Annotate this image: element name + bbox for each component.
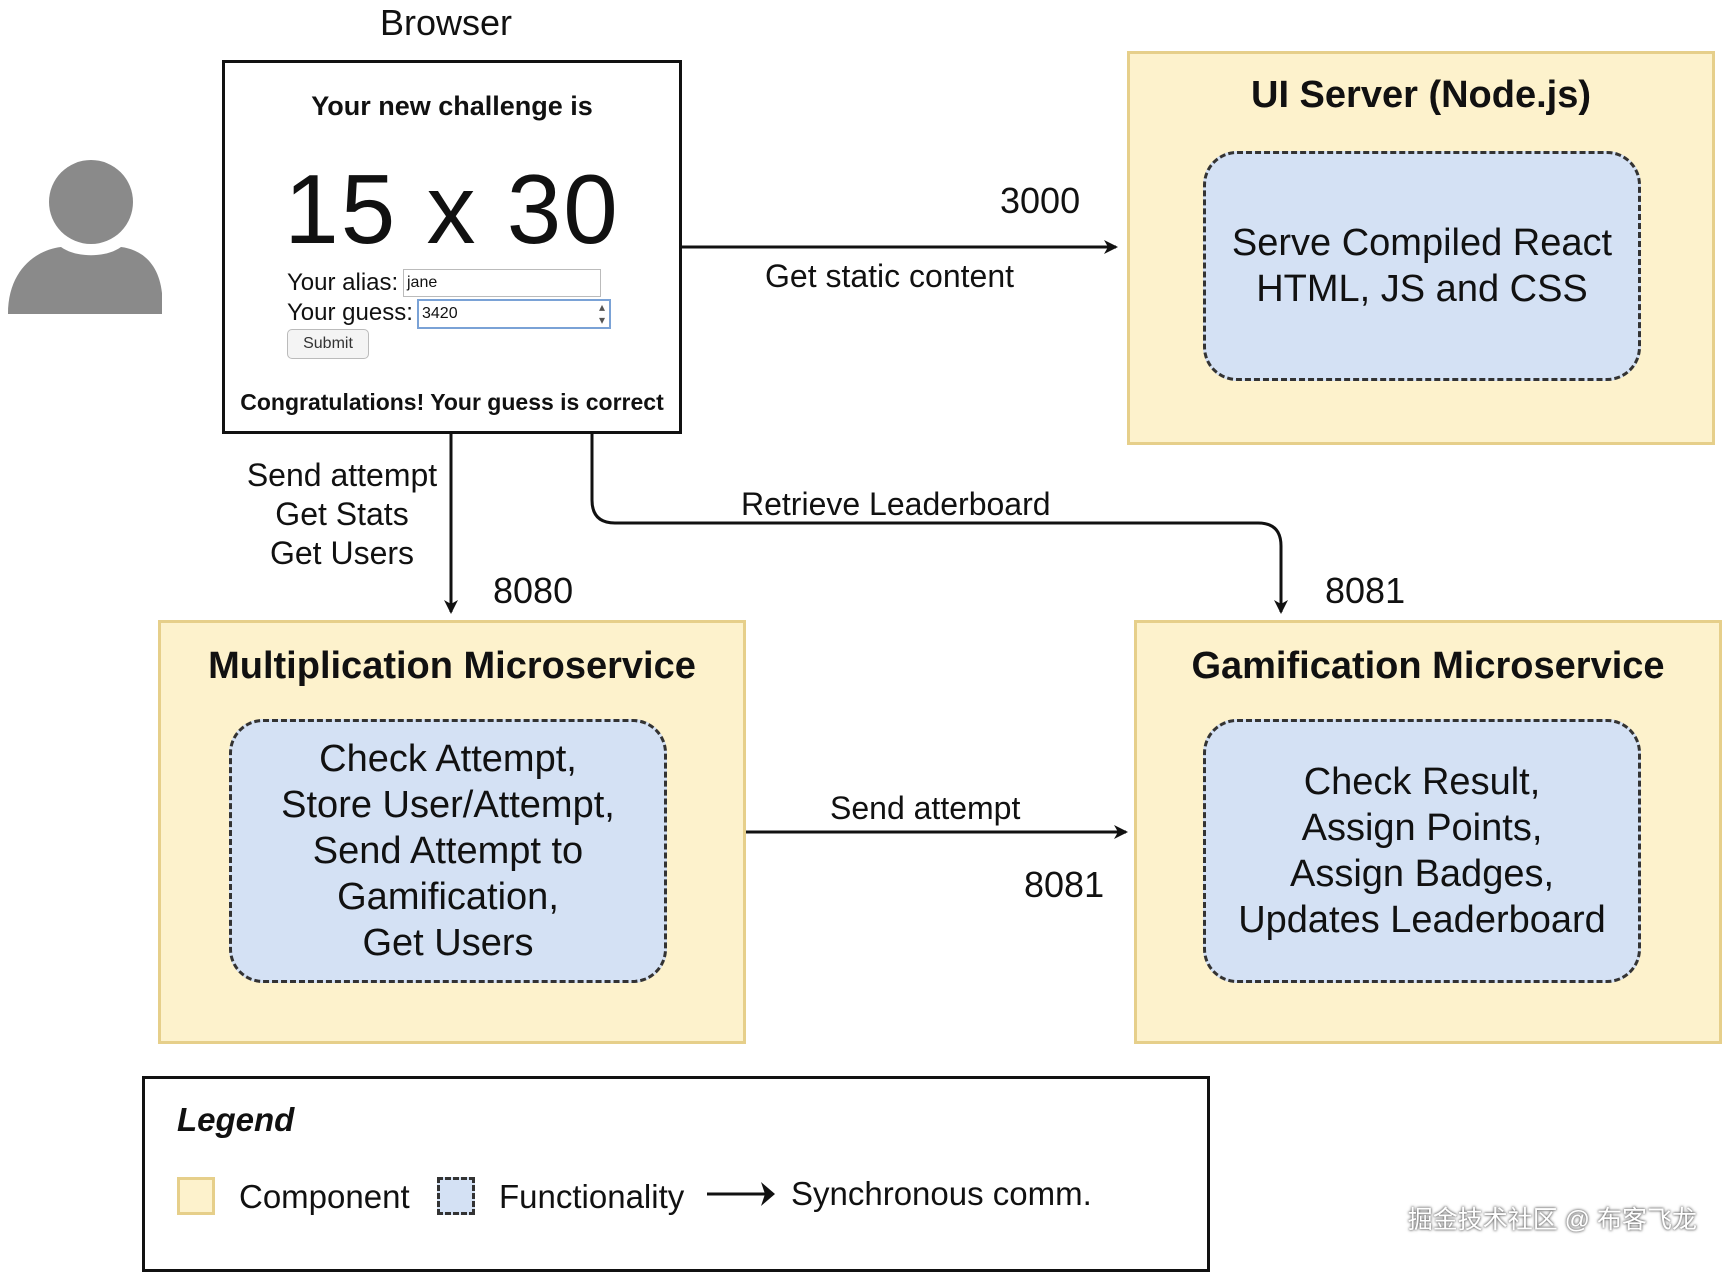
ui-server-functionality: Serve Compiled React HTML, JS and CSS [1203, 151, 1641, 381]
connection-label: Retrieve Leaderboard [741, 486, 1051, 522]
guess-input[interactable]: 3420 ▴▾ [417, 299, 611, 329]
functionality-line: Check Result, [1303, 761, 1541, 803]
multiplication-component: Multiplication Microservice Check Attemp… [158, 620, 746, 1044]
legend-functionality-swatch [437, 1177, 475, 1215]
functionality-line: Get Users [362, 922, 534, 964]
browser-caption: Browser [380, 2, 513, 43]
connection-label-line: Get Users [269, 535, 415, 571]
functionality-line: Assign Badges, [1289, 853, 1555, 895]
functionality-line: HTML, JS and CSS [1256, 268, 1588, 310]
submit-button[interactable]: Submit [287, 329, 369, 359]
connection-label: Get static content [765, 258, 1015, 294]
legend-arrow-icon [707, 1182, 775, 1206]
browser-window: Your new challenge is 15 x 30 Your alias… [222, 60, 682, 434]
legend-functionality-label: Functionality [499, 1178, 685, 1215]
alias-label: Your alias: [287, 269, 399, 296]
legend: Legend Component Functionality Synchrono… [142, 1076, 1210, 1272]
connection-label: Send attempt [830, 790, 1021, 826]
arrow-retrieve-leaderboard [590, 434, 1288, 614]
port-label: 8081 [1024, 864, 1105, 905]
legend-title: Legend [177, 1101, 295, 1138]
functionality-line: Updates Leaderboard [1238, 899, 1606, 941]
stepper-icon[interactable]: ▴▾ [598, 300, 605, 327]
connection-label-line: Get Stats [275, 496, 409, 532]
gamification-functionality: Check Result, Assign Points, Assign Badg… [1203, 719, 1641, 983]
guess-label: Your guess: [287, 299, 413, 326]
connection-label: Send attempt Get Stats Get Users [222, 456, 462, 573]
result-message: Congratulations! Your guess is correct [240, 389, 664, 415]
ui-server-title: UI Server (Node.js) [1251, 74, 1591, 116]
legend-sync-label: Synchronous comm. [791, 1175, 1092, 1212]
challenge-expression: 15 x 30 [284, 154, 620, 264]
ui-server-component: UI Server (Node.js) Serve Compiled React… [1127, 51, 1715, 445]
alias-input[interactable]: jane [403, 269, 601, 297]
functionality-line: Serve Compiled React [1231, 222, 1613, 264]
watermark: 掘金技术社区 @ 布客飞龙 [1407, 1206, 1697, 1234]
legend-component-swatch [177, 1177, 215, 1215]
port-label: 8081 [1325, 570, 1406, 611]
gamification-title: Gamification Microservice [1191, 645, 1665, 687]
port-label: 8080 [493, 570, 574, 611]
functionality-line: Send Attempt to [312, 830, 584, 872]
gamification-component: Gamification Microservice Check Result, … [1134, 620, 1722, 1044]
connection-label-line: Send attempt [246, 457, 438, 493]
challenge-header: Your new challenge is [311, 91, 593, 121]
user-icon [8, 160, 162, 314]
multiplication-functionality: Check Attempt, Store User/Attempt, Send … [229, 719, 667, 983]
port-label: 3000 [1000, 180, 1081, 221]
multiplication-title: Multiplication Microservice [208, 645, 696, 687]
functionality-line: Check Attempt, [319, 738, 577, 780]
functionality-line: Assign Points, [1301, 807, 1543, 849]
functionality-line: Store User/Attempt, [281, 784, 615, 826]
guess-value: 3420 [422, 305, 458, 322]
legend-component-label: Component [239, 1178, 410, 1215]
functionality-line: Gamification, [337, 876, 559, 918]
